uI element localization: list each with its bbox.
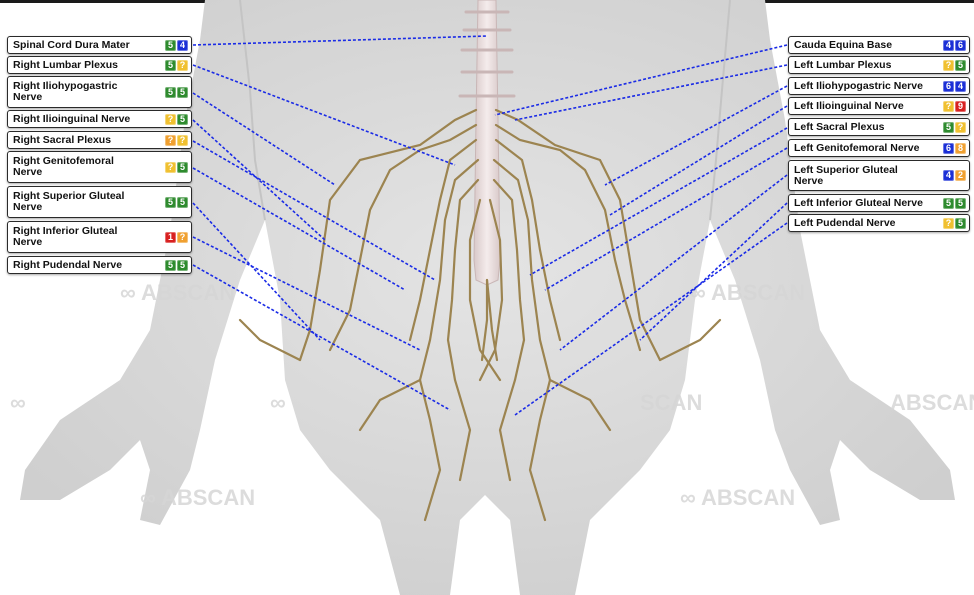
score-badge: 6 xyxy=(943,81,954,92)
score-badge: ? xyxy=(177,60,188,71)
label-text: Right Sacral Plexus xyxy=(13,135,111,146)
label-text: Left Genitofemoral Nerve xyxy=(794,143,919,154)
score-badge: 5 xyxy=(165,40,176,51)
rating-badges: 5 5 xyxy=(943,198,966,209)
rating-badges: 4 6 xyxy=(943,40,966,51)
label-cauda-equina-base[interactable]: Cauda Equina Base 4 6 xyxy=(788,36,970,54)
label-right-lumbar-plexus[interactable]: Right Lumbar Plexus 5 ? xyxy=(7,56,192,74)
svg-text:∞: ∞ xyxy=(10,390,26,415)
score-badge: 5 xyxy=(955,60,966,71)
label-right-superior-gluteal-nerve[interactable]: Right Superior Gluteal Nerve 5 5 xyxy=(7,186,192,218)
label-text: Left Sacral Plexus xyxy=(794,122,884,133)
svg-text:ABSCAN: ABSCAN xyxy=(890,390,974,415)
label-text: Right Iliohypogastric Nerve xyxy=(13,81,138,103)
label-spinal-cord-dura-mater[interactable]: Spinal Cord Dura Mater 5 4 xyxy=(7,36,192,54)
score-badge: ? xyxy=(177,232,188,243)
score-badge: ? xyxy=(165,162,176,173)
rating-badges: 4 2 xyxy=(943,170,966,181)
score-badge: 4 xyxy=(177,40,188,51)
label-text: Left Pudendal Nerve xyxy=(794,218,896,229)
label-left-inferior-gluteal-nerve[interactable]: Left Inferior Gluteal Nerve 5 5 xyxy=(788,194,970,212)
rating-badges: ? 5 xyxy=(943,218,966,229)
rating-badges: ? 5 xyxy=(165,114,188,125)
rating-badges: 5 5 xyxy=(165,260,188,271)
label-text: Right Superior Gluteal Nerve xyxy=(13,191,138,213)
rating-badges: 5 5 xyxy=(165,87,188,98)
label-text: Right Genitofemoral Nerve xyxy=(13,156,138,178)
score-badge: 5 xyxy=(177,114,188,125)
label-text: Left Superior Gluteal Nerve xyxy=(794,165,929,187)
svg-text:SCAN: SCAN xyxy=(640,390,702,415)
score-badge: 4 xyxy=(943,170,954,181)
rating-badges: 5 ? xyxy=(165,60,188,71)
label-left-superior-gluteal-nerve[interactable]: Left Superior Gluteal Nerve 4 2 xyxy=(788,160,970,191)
score-badge: 5 xyxy=(165,197,176,208)
score-badge: 1 xyxy=(165,232,176,243)
score-badge: 5 xyxy=(177,197,188,208)
score-badge: 9 xyxy=(955,101,966,112)
score-badge: ? xyxy=(165,114,176,125)
score-badge: ? xyxy=(943,60,954,71)
score-badge: ? xyxy=(943,218,954,229)
rating-badges: 5 5 xyxy=(165,197,188,208)
label-right-genitofemoral-nerve[interactable]: Right Genitofemoral Nerve ? 5 xyxy=(7,151,192,183)
score-badge: 5 xyxy=(177,260,188,271)
score-badge: 5 xyxy=(955,218,966,229)
score-badge: ? xyxy=(955,122,966,133)
label-text: Left Ilioinguinal Nerve xyxy=(794,101,904,112)
score-badge: 6 xyxy=(955,40,966,51)
label-right-pudendal-nerve[interactable]: Right Pudendal Nerve 5 5 xyxy=(7,256,192,274)
score-badge: 5 xyxy=(943,198,954,209)
label-text: Spinal Cord Dura Mater xyxy=(13,40,130,51)
svg-text:∞ ABSCAN: ∞ ABSCAN xyxy=(680,485,795,510)
score-badge: 4 xyxy=(943,40,954,51)
score-badge: 4 xyxy=(955,81,966,92)
label-text: Right Inferior Gluteal Nerve xyxy=(13,226,138,248)
rating-badges: ? 5 xyxy=(943,60,966,71)
rating-badges: 1 ? xyxy=(165,232,188,243)
score-badge: 5 xyxy=(165,60,176,71)
rating-badges: 6 4 xyxy=(943,81,966,92)
rating-badges: 5 ? xyxy=(943,122,966,133)
label-text: Left Inferior Gluteal Nerve xyxy=(794,198,923,209)
score-badge: ? xyxy=(165,135,176,146)
label-text: Left Lumbar Plexus xyxy=(794,60,891,71)
score-badge: 5 xyxy=(955,198,966,209)
score-badge: 8 xyxy=(955,143,966,154)
svg-text:∞ ABSCAN: ∞ ABSCAN xyxy=(690,280,805,305)
label-text: Left Iliohypogastric Nerve xyxy=(794,81,923,92)
svg-text:∞ ABSCAN: ∞ ABSCAN xyxy=(120,280,235,305)
score-badge: 5 xyxy=(165,260,176,271)
label-text: Right Ilioinguinal Nerve xyxy=(13,114,130,125)
score-badge: 5 xyxy=(177,87,188,98)
label-text: Right Pudendal Nerve xyxy=(13,260,122,271)
rating-badges: 5 4 xyxy=(165,40,188,51)
rating-badges: 6 8 xyxy=(943,143,966,154)
label-left-genitofemoral-nerve[interactable]: Left Genitofemoral Nerve 6 8 xyxy=(788,139,970,157)
score-badge: 2 xyxy=(955,170,966,181)
svg-text:∞ ABSCAN: ∞ ABSCAN xyxy=(140,485,255,510)
score-badge: 5 xyxy=(943,122,954,133)
label-left-lumbar-plexus[interactable]: Left Lumbar Plexus ? 5 xyxy=(788,56,970,74)
label-text: Cauda Equina Base xyxy=(794,40,892,51)
label-left-sacral-plexus[interactable]: Left Sacral Plexus 5 ? xyxy=(788,118,970,136)
score-badge: ? xyxy=(177,135,188,146)
label-left-iliohypogastric-nerve[interactable]: Left Iliohypogastric Nerve 6 4 xyxy=(788,77,970,95)
score-badge: ? xyxy=(943,101,954,112)
label-text: Right Lumbar Plexus xyxy=(13,60,118,71)
label-right-sacral-plexus[interactable]: Right Sacral Plexus ? ? xyxy=(7,131,192,149)
score-badge: 5 xyxy=(177,162,188,173)
label-right-iliohypogastric-nerve[interactable]: Right Iliohypogastric Nerve 5 5 xyxy=(7,76,192,108)
label-left-ilioinguinal-nerve[interactable]: Left Ilioinguinal Nerve ? 9 xyxy=(788,97,970,115)
score-badge: 5 xyxy=(165,87,176,98)
rating-badges: ? ? xyxy=(165,135,188,146)
score-badge: 6 xyxy=(943,143,954,154)
label-right-ilioinguinal-nerve[interactable]: Right Ilioinguinal Nerve ? 5 xyxy=(7,110,192,128)
rating-badges: ? 9 xyxy=(943,101,966,112)
svg-text:∞: ∞ xyxy=(270,390,286,415)
rating-badges: ? 5 xyxy=(165,162,188,173)
label-right-inferior-gluteal-nerve[interactable]: Right Inferior Gluteal Nerve 1 ? xyxy=(7,221,192,253)
label-left-pudendal-nerve[interactable]: Left Pudendal Nerve ? 5 xyxy=(788,214,970,232)
